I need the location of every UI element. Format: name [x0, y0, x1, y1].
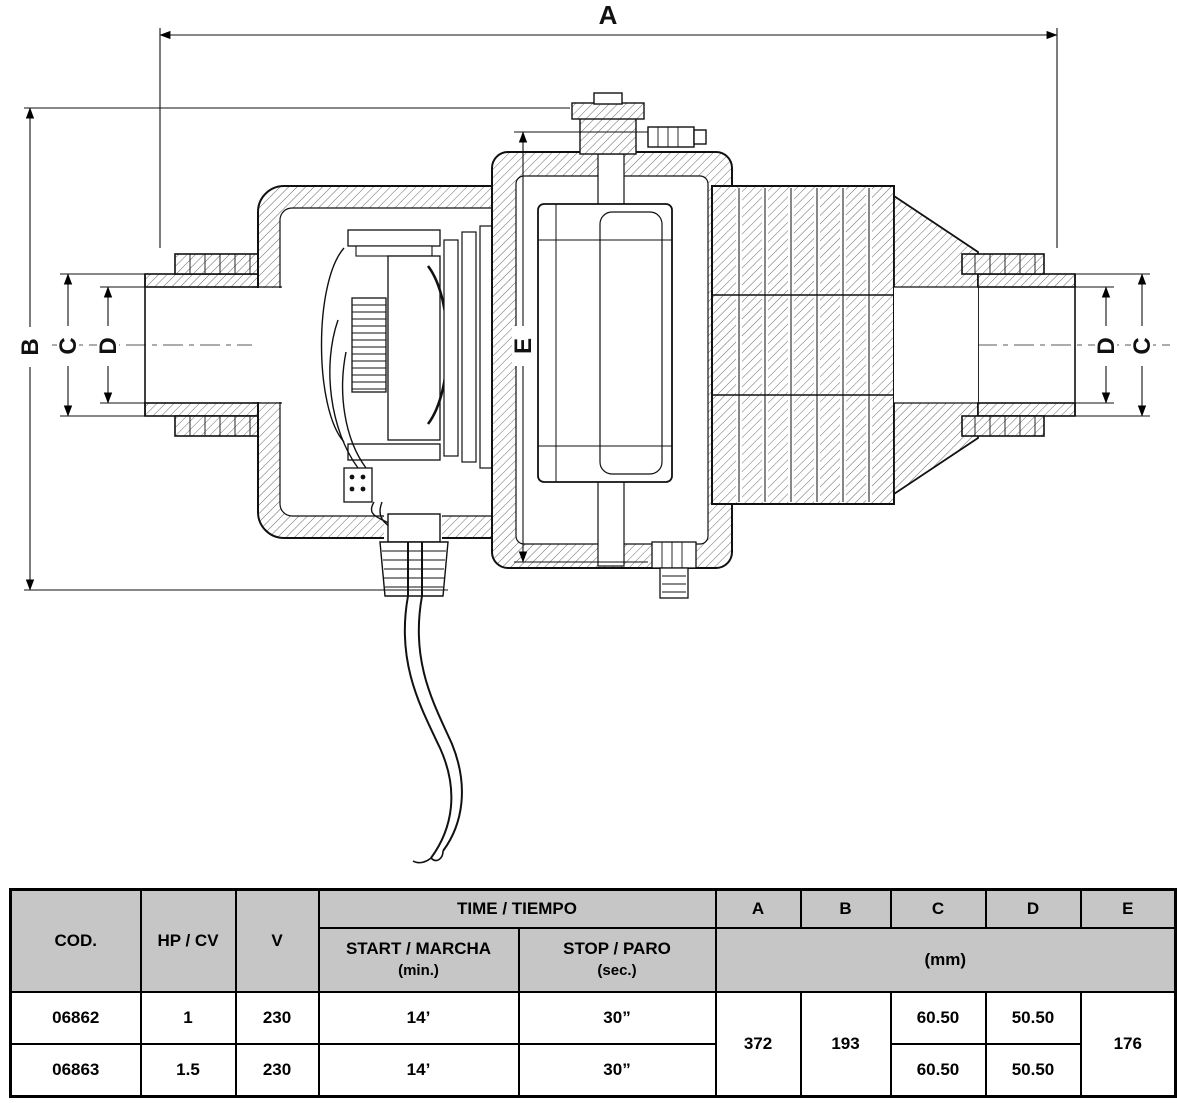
cell-stop-1: 30” [517, 1042, 717, 1098]
right-union-nut [961, 253, 1045, 437]
dim-label-c-right: C [1129, 337, 1156, 354]
table-row: 06863 1.5 230 14’ 30” 60.50 50.50 [9, 1042, 1176, 1098]
cell-dim-d-0: 50.50 [984, 990, 1082, 1045]
start-marcha-label: START / MARCHA [345, 939, 492, 958]
header-col-b: B [799, 888, 892, 929]
cell-hp-0: 1 [139, 990, 237, 1045]
cell-v-0: 230 [234, 990, 320, 1045]
dim-label-e: E [510, 338, 537, 354]
cell-start-1: 14’ [317, 1042, 520, 1098]
cell-dim-d-1: 50.50 [984, 1042, 1082, 1098]
cell-hp-1: 1.5 [139, 1042, 237, 1098]
stop-paro-unit: (sec.) [597, 962, 637, 980]
dim-label-d-left: D [95, 337, 122, 354]
technical-drawing-area: A B C D E D C [17, 0, 1170, 864]
header-cod: COD. [9, 888, 142, 993]
left-pipe [144, 273, 286, 417]
reducer-cone [893, 194, 979, 496]
cell-start-0: 14’ [317, 990, 520, 1045]
header-col-a: A [714, 888, 802, 929]
cell-dim-e: 176 [1079, 990, 1177, 1098]
cell-cod-1: 06863 [9, 1042, 142, 1098]
dimension-labels: A B C D E D C [17, 0, 1156, 367]
dim-label-c-left: C [55, 337, 82, 354]
cell-dim-a: 372 [714, 990, 802, 1098]
header-col-c: C [889, 888, 987, 929]
cell-v-1: 230 [234, 1042, 320, 1098]
right-pipe [977, 273, 1076, 417]
header-hp-cv: HP / CV [139, 888, 237, 993]
start-marcha-unit: (min.) [398, 962, 439, 980]
header-mm: (mm) [714, 926, 1177, 993]
table-row: 06862 1 230 14’ 30” 372 193 60.50 50.50 … [9, 990, 1177, 1098]
header-start-marcha: START / MARCHA (min.) [317, 926, 520, 993]
header-time-tiempo: TIME / TIEMPO [317, 888, 717, 929]
cable-gland [379, 513, 449, 597]
dim-label-b: B [17, 338, 44, 355]
header-row-1: COD. HP / CV V TIME / TIEMPO A B C D E [9, 888, 1177, 993]
cell-dim-c-0: 60.50 [889, 990, 987, 1045]
top-cap [571, 92, 707, 155]
header-v: V [234, 888, 320, 993]
motor-fins [711, 185, 895, 505]
header-col-e: E [1079, 888, 1177, 929]
stop-paro-label: STOP / PARO [563, 939, 671, 958]
power-cable [403, 542, 463, 864]
cell-dim-b: 193 [799, 990, 892, 1098]
cell-stop-0: 30” [517, 990, 717, 1045]
valve-cross-section-drawing: A B C D E D C [17, 0, 1170, 864]
dimension-lines [24, 28, 1150, 591]
header-col-d: D [984, 888, 1082, 929]
header-row-2: START / MARCHA (min.) STOP / PARO (sec.)… [11, 926, 1177, 993]
cell-dim-c-1: 60.50 [889, 1042, 987, 1098]
drain-fitting [651, 541, 697, 599]
motor-core [537, 203, 673, 483]
dim-label-d-right: D [1093, 337, 1120, 354]
header-stop-paro: STOP / PARO (sec.) [517, 926, 717, 993]
spec-table: COD. HP / CV V TIME / TIEMPO A B C D E S… [9, 888, 1177, 1098]
cell-cod-0: 06862 [9, 990, 142, 1045]
dim-label-a: A [599, 0, 618, 30]
